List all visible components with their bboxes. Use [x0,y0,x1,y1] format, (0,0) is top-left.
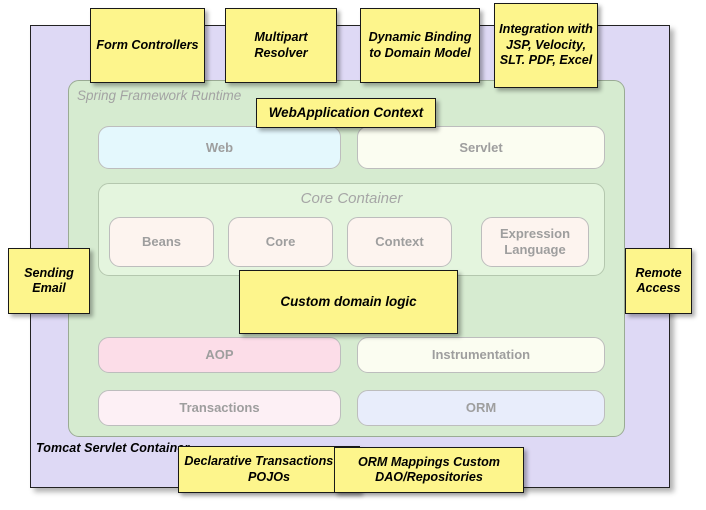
note-webapplication-context: WebApplication Context [256,98,436,128]
module-web: Web [98,126,341,169]
note-multipart-resolver: Multipart Resolver [225,8,337,83]
tomcat-servlet-container-label: Tomcat Servlet Container [36,441,190,455]
spring-framework-runtime-label: Spring Framework Runtime [77,88,242,103]
module-context: Context [347,217,452,267]
module-transactions: Transactions [98,390,341,426]
module-expression-language: Expression Language [481,217,589,267]
note-declarative-transactions: Declarative Transactions for POJOs [178,446,360,493]
note-custom-domain-logic: Custom domain logic [239,270,458,334]
module-beans: Beans [109,217,214,267]
module-instrumentation: Instrumentation [357,337,605,373]
module-aop: AOP [98,337,341,373]
note-remote-access: Remote Access [625,248,692,314]
module-orm: ORM [357,390,605,426]
note-dynamic-binding: Dynamic Binding to Domain Model [360,8,480,83]
module-core: Core [228,217,333,267]
note-orm-mappings: ORM Mappings Custom DAO/Repositories [334,447,524,493]
note-sending-email: Sending Email [8,248,90,314]
note-form-controllers: Form Controllers [90,8,205,83]
core-container-label: Core Container [300,190,403,207]
note-integration: Integration with JSP, Velocity, SLT. PDF… [494,3,598,88]
module-servlet: Servlet [357,126,605,169]
